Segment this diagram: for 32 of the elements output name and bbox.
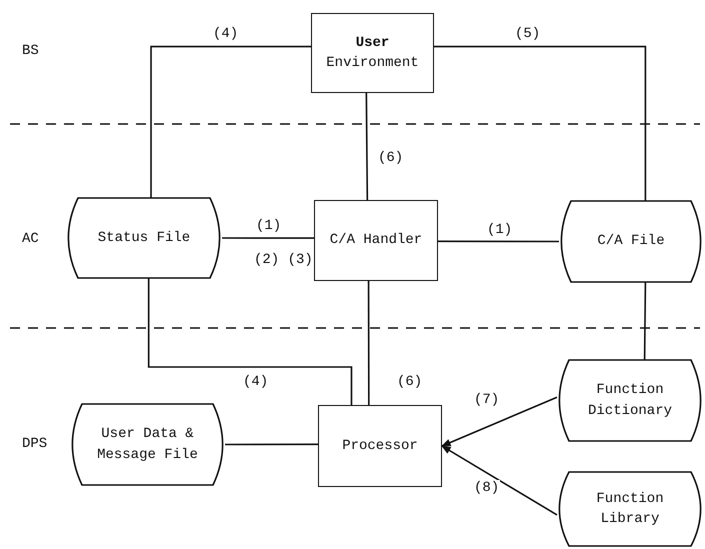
file-shape <box>557 472 703 546</box>
process-box <box>311 13 434 93</box>
dps-lane-label: DPS <box>22 437 48 451</box>
node-text: Function Library <box>595 490 665 529</box>
ac-lane-label: AC <box>22 232 39 246</box>
arrow <box>441 396 558 447</box>
connector-line <box>366 93 368 200</box>
connector-line <box>150 46 311 198</box>
file-shape <box>557 360 703 441</box>
process-box <box>314 200 438 281</box>
connector-line <box>434 46 646 201</box>
bs-lane-label: BS <box>22 44 39 58</box>
connector-line <box>438 240 559 242</box>
node-text: User Environment <box>325 34 420 73</box>
node-text: C/A Handler <box>328 231 424 250</box>
connector-line <box>644 282 646 360</box>
connector-line <box>225 444 318 446</box>
file-shape <box>70 404 225 485</box>
connector-line <box>368 281 370 405</box>
file-shape <box>559 201 703 282</box>
node-text: Function Dictionary <box>586 381 673 420</box>
connector-line <box>222 237 314 239</box>
edge-label: (8) <box>473 480 500 496</box>
node-text: Status File <box>96 228 192 248</box>
connector-line <box>148 278 352 405</box>
node-text: C/A File <box>596 232 666 252</box>
arrow <box>441 445 558 516</box>
node-text: User Data & Message File <box>96 425 199 464</box>
process-box <box>318 405 442 487</box>
file-shape <box>66 198 222 278</box>
node-text: Processor <box>341 436 419 456</box>
flow-number-label: (2) (3) <box>254 253 313 267</box>
